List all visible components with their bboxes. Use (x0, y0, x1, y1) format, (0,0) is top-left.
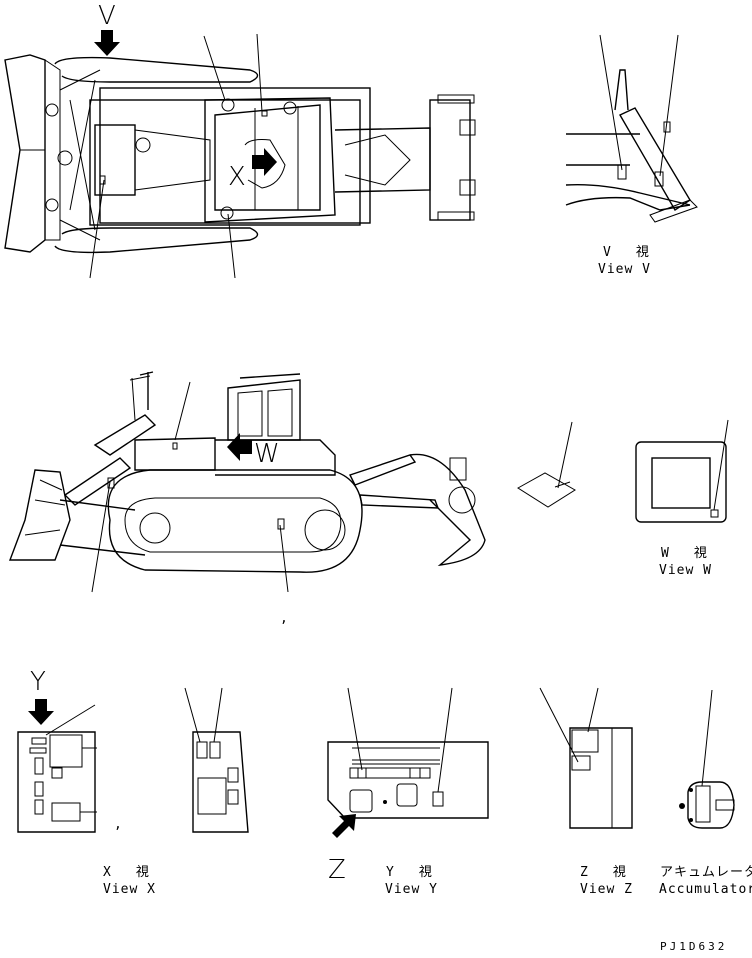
view-w-caption-jp: W 視 (661, 546, 713, 561)
view-z-drawing: Z 視 View Z (539, 687, 633, 897)
label-plate-drawing (517, 421, 576, 508)
view-z-caption-en: View Z (580, 882, 633, 897)
comma-mark-1: , (280, 611, 289, 626)
view-x-drawing: Y , X 視 View X (17, 667, 249, 897)
top-view-drawing: V X (4, 1, 476, 279)
arrow-right-icon (252, 148, 277, 176)
view-y-caption-jp: Y 視 (386, 865, 438, 880)
view-x-caption-jp: X 視 (103, 865, 155, 880)
view-x-caption-en: View X (103, 882, 156, 897)
view-z-letter-pointer: Z (328, 855, 346, 885)
side-view-drawing: W , (8, 371, 486, 626)
view-v-letter: V (98, 1, 116, 31)
accumulator-caption-en: Accumulator (659, 882, 752, 897)
view-v-caption-en: View V (598, 262, 651, 277)
comma-mark-2: , (114, 817, 123, 832)
arrow-up-right-icon (332, 814, 356, 838)
drawing-number: PJ1D632 (660, 940, 727, 953)
view-w-caption-en: View W (659, 563, 712, 578)
view-y-drawing: Z Y 視 View Y (327, 687, 489, 897)
view-w-drawing: W 視 View W (635, 419, 729, 578)
accumulator-caption-jp: アキュムレータ (660, 865, 752, 880)
view-v-caption-jp: V 視 (603, 245, 655, 260)
view-y-letter-pointer: Y (30, 667, 46, 697)
view-v-drawing: V 視 View V (565, 34, 698, 277)
view-z-caption-jp: Z 視 (580, 865, 632, 880)
arrow-down-icon (94, 30, 120, 56)
view-x-letter-top: X (228, 162, 246, 192)
arrow-left-icon (227, 433, 252, 461)
arrow-down-icon (28, 699, 54, 725)
accumulator-drawing: アキュムレータ Accumulator (659, 689, 752, 897)
view-y-caption-en: View Y (385, 882, 438, 897)
view-w-letter: W (254, 439, 280, 469)
